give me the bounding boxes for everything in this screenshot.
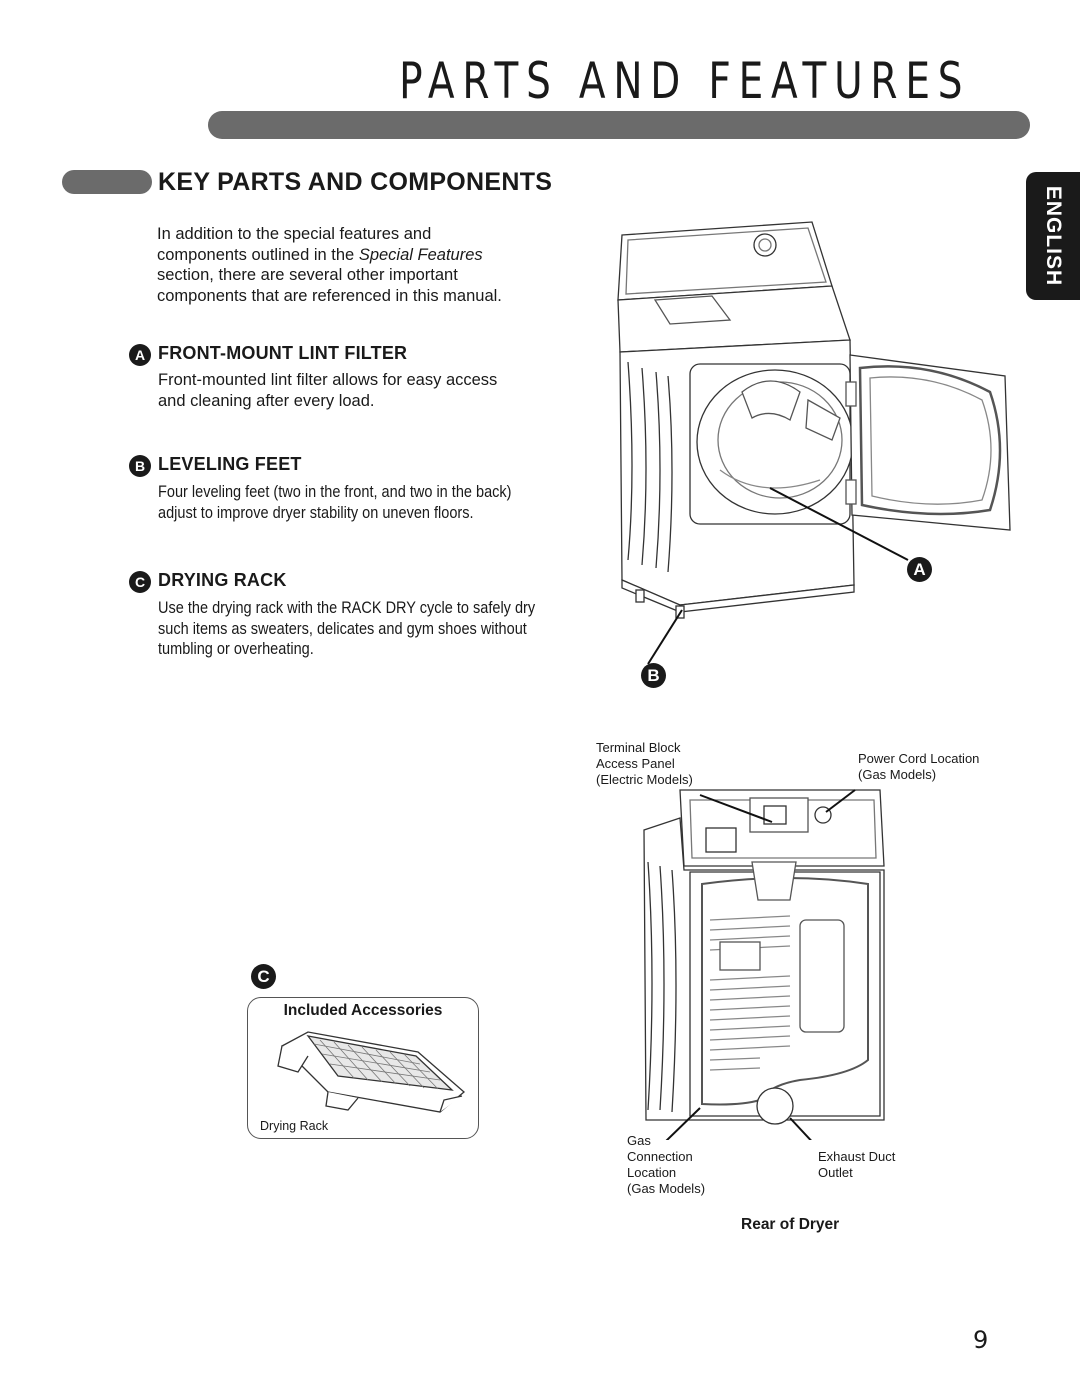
intro-italic: Special Features [358, 245, 483, 264]
callout-b: B [641, 663, 666, 688]
feature-badge-a: A [129, 344, 151, 366]
intro-line: In addition to the special features and [157, 225, 432, 243]
accessories-box: Included Accessories Drying Rack [247, 997, 479, 1139]
header-bar [208, 111, 1030, 139]
language-tab-label: ENGLISH [1042, 185, 1065, 287]
feature-text-a: Front-mounted lint filter allows for eas… [158, 371, 498, 410]
feature-title-a: FRONT-MOUNT LINT FILTER [158, 343, 408, 363]
callout-c: C [251, 964, 276, 989]
front-dryer-illustration [617, 221, 1011, 665]
feature-title-c: DRYING RACK [158, 570, 287, 590]
feature-badge-b: B [129, 455, 151, 477]
label-power-cord: Power Cord Location (Gas Models) [858, 751, 980, 782]
feature-title-b: LEVELING FEET [158, 454, 302, 474]
page-number: 9 [973, 1326, 989, 1354]
feature-badge-c: C [129, 571, 151, 593]
feature-text-b: Four leveling feet (two in the front, an… [158, 483, 512, 522]
page-title: PARTS AND FEATURES [398, 52, 970, 110]
section-pill [62, 170, 152, 194]
label-exhaust-duct: Exhaust Duct Outlet [818, 1149, 896, 1180]
language-tab: ENGLISH [1026, 172, 1080, 300]
rear-dryer-illustration [643, 789, 885, 1140]
intro-line: components outlined in the Special Featu… [157, 245, 483, 264]
rear-caption: Rear of Dryer [741, 1216, 840, 1233]
accessories-caption: Drying Rack [260, 1119, 329, 1133]
label-gas-connection: Gas Connection Location (Gas Models) [627, 1133, 706, 1196]
label-terminal-block: Terminal Block Access Panel (Electric Mo… [596, 740, 693, 787]
section-title: KEY PARTS AND COMPONENTS [158, 168, 553, 196]
callout-a: A [907, 557, 932, 582]
accessories-title: Included Accessories [283, 1002, 443, 1019]
drying-rack-illustration [277, 1031, 466, 1113]
intro-line: section, there are several other importa… [157, 266, 458, 285]
intro-line: components that are referenced in this m… [157, 287, 502, 306]
intro-paragraph: In addition to the special features and … [157, 224, 557, 307]
feature-text-c: Use the drying rack with the RACK DRY cy… [158, 599, 536, 659]
